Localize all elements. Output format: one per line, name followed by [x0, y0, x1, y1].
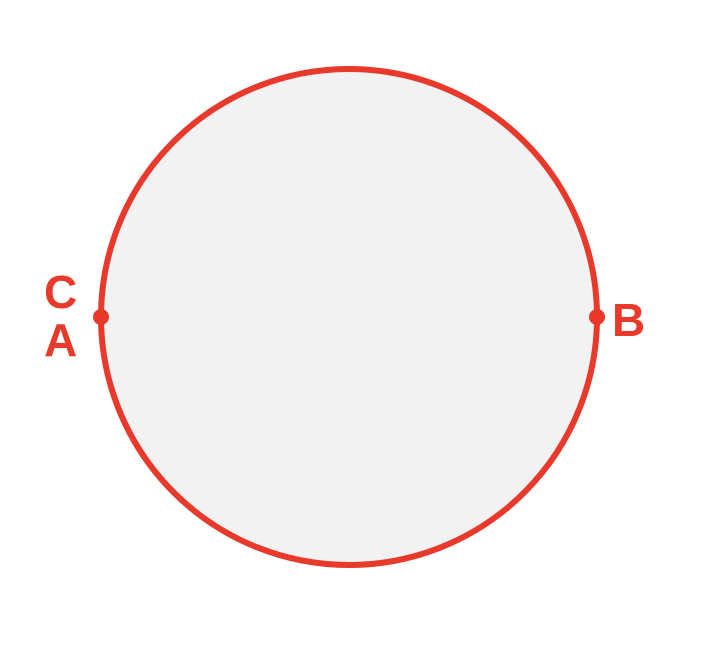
- point-b-dot: [589, 309, 605, 325]
- point-c-label: C: [44, 266, 77, 318]
- point-a-dot: [93, 309, 109, 325]
- circle: [101, 69, 597, 565]
- point-b-label: B: [612, 294, 645, 346]
- point-a-label: A: [44, 314, 77, 366]
